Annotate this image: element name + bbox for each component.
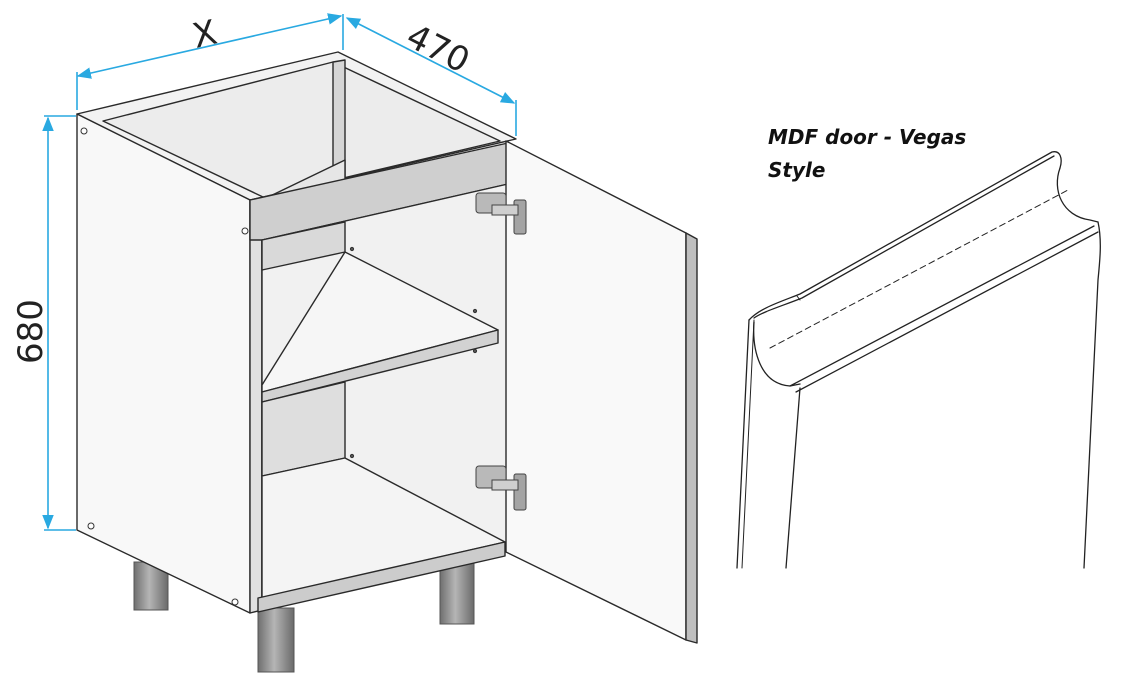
cabinet-carcass	[76, 51, 517, 614]
depth-label: 470	[400, 16, 476, 81]
height-label: 680	[11, 299, 51, 364]
leg-back-right	[439, 561, 475, 625]
left-panel-front-edge	[249, 199, 263, 614]
door-caption-line1: MDF door - Vegas	[768, 125, 967, 149]
profile-lower-lip	[789, 225, 1095, 387]
hinges	[475, 192, 527, 511]
depth-dimension-line	[345, 17, 516, 104]
shelf-front-edge	[261, 329, 499, 403]
leg-front-left	[257, 607, 295, 673]
door-caption-line2: Style	[768, 158, 826, 182]
bottom-front-edge	[257, 541, 506, 613]
mounting-holes	[80, 127, 478, 606]
door-edge	[685, 232, 698, 644]
profile-left-edge	[736, 319, 750, 569]
width-dimension-line	[76, 13, 343, 79]
hinge-lower	[475, 465, 527, 511]
door-profile-detail	[736, 151, 1101, 569]
profile-right-edge	[1083, 221, 1101, 569]
door-face	[505, 140, 687, 641]
left-side-panel	[76, 113, 251, 614]
cabinet-door	[505, 140, 698, 644]
dimension-lines	[42, 13, 517, 531]
profile-hidden-line	[769, 189, 1069, 349]
profile-groove-right	[1056, 167, 1099, 223]
profile-top-lip	[748, 151, 1062, 321]
profile-face-edge	[785, 387, 801, 569]
hinge-upper	[475, 192, 527, 235]
profile-groove-left	[753, 321, 801, 387]
door-caption: MDF door - Vegas Style	[768, 121, 1088, 187]
